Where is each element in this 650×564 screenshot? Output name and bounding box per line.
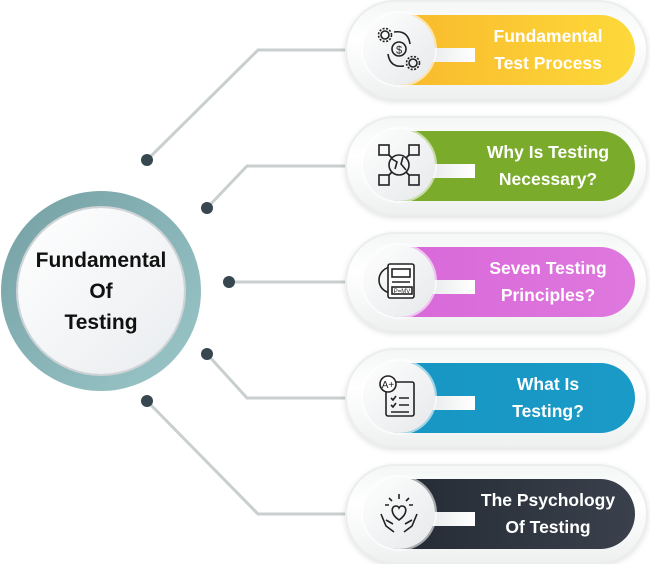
svg-text:A+: A+ (382, 380, 395, 391)
pill-connector-bar (425, 164, 475, 178)
icon-badge (363, 477, 435, 549)
connector-2 (205, 164, 360, 210)
svg-text:P=MV: P=MV (394, 289, 411, 295)
label-line1: What Is (516, 374, 580, 394)
label-line2: Of Testing (505, 517, 591, 537)
svg-text:$: $ (396, 45, 402, 57)
connector-1 (145, 48, 360, 162)
topic-card-psychology-of-testing: The Psychology Of Testing (345, 464, 648, 564)
icon-badge: A+ (363, 361, 435, 433)
connector-dot-3 (223, 276, 235, 288)
document-formula-icon: P=MV (378, 263, 415, 299)
pill-connector-bar (425, 280, 475, 294)
pill-connector-bar (425, 512, 475, 526)
icon-badge: $ (363, 13, 435, 85)
connector-5 (145, 399, 360, 516)
label-line1: Seven Testing (489, 258, 607, 278)
central-topic-inner: Fundamental Of Testing (18, 208, 184, 374)
icon-badge: P=MV (363, 245, 435, 317)
pill-connector-bar (425, 396, 475, 410)
gears-dollar-cycle-icon: $ (377, 27, 421, 71)
icon-badge (363, 129, 435, 201)
label-line2: Principles? (500, 285, 596, 305)
label-line2: Testing? (512, 401, 584, 421)
hands-heart-mind-icon (380, 494, 418, 533)
connector-dot-1 (141, 154, 153, 166)
hub-title-line2: Of (89, 279, 113, 303)
topic-label: The Psychology Of Testing (463, 479, 633, 549)
label-line1: The Psychology (480, 490, 616, 510)
connector-dot-2 (201, 202, 213, 214)
topic-label: What Is Testing? (463, 363, 633, 433)
label-line1: Why Is Testing (486, 142, 610, 162)
hub-title-line3: Testing (64, 310, 138, 334)
pill-connector-bar (425, 48, 475, 62)
connector-dot-5 (141, 395, 153, 407)
connector-4 (205, 352, 360, 400)
graded-test-sheet-icon: A+ (379, 375, 415, 417)
central-topic-circle: Fundamental Of Testing (1, 191, 201, 391)
hub-title-line1: Fundamental (35, 248, 167, 272)
globe-network-icon (378, 144, 420, 186)
label-line2: Test Process (494, 53, 602, 73)
label-line2: Necessary? (498, 169, 598, 189)
topic-card-what-is-testing: A+ What Is Testing? (345, 348, 648, 448)
connector-dot-4 (201, 348, 213, 360)
central-topic-title: Fundamental Of Testing (26, 245, 176, 338)
label-line1: Fundamental (493, 26, 603, 46)
